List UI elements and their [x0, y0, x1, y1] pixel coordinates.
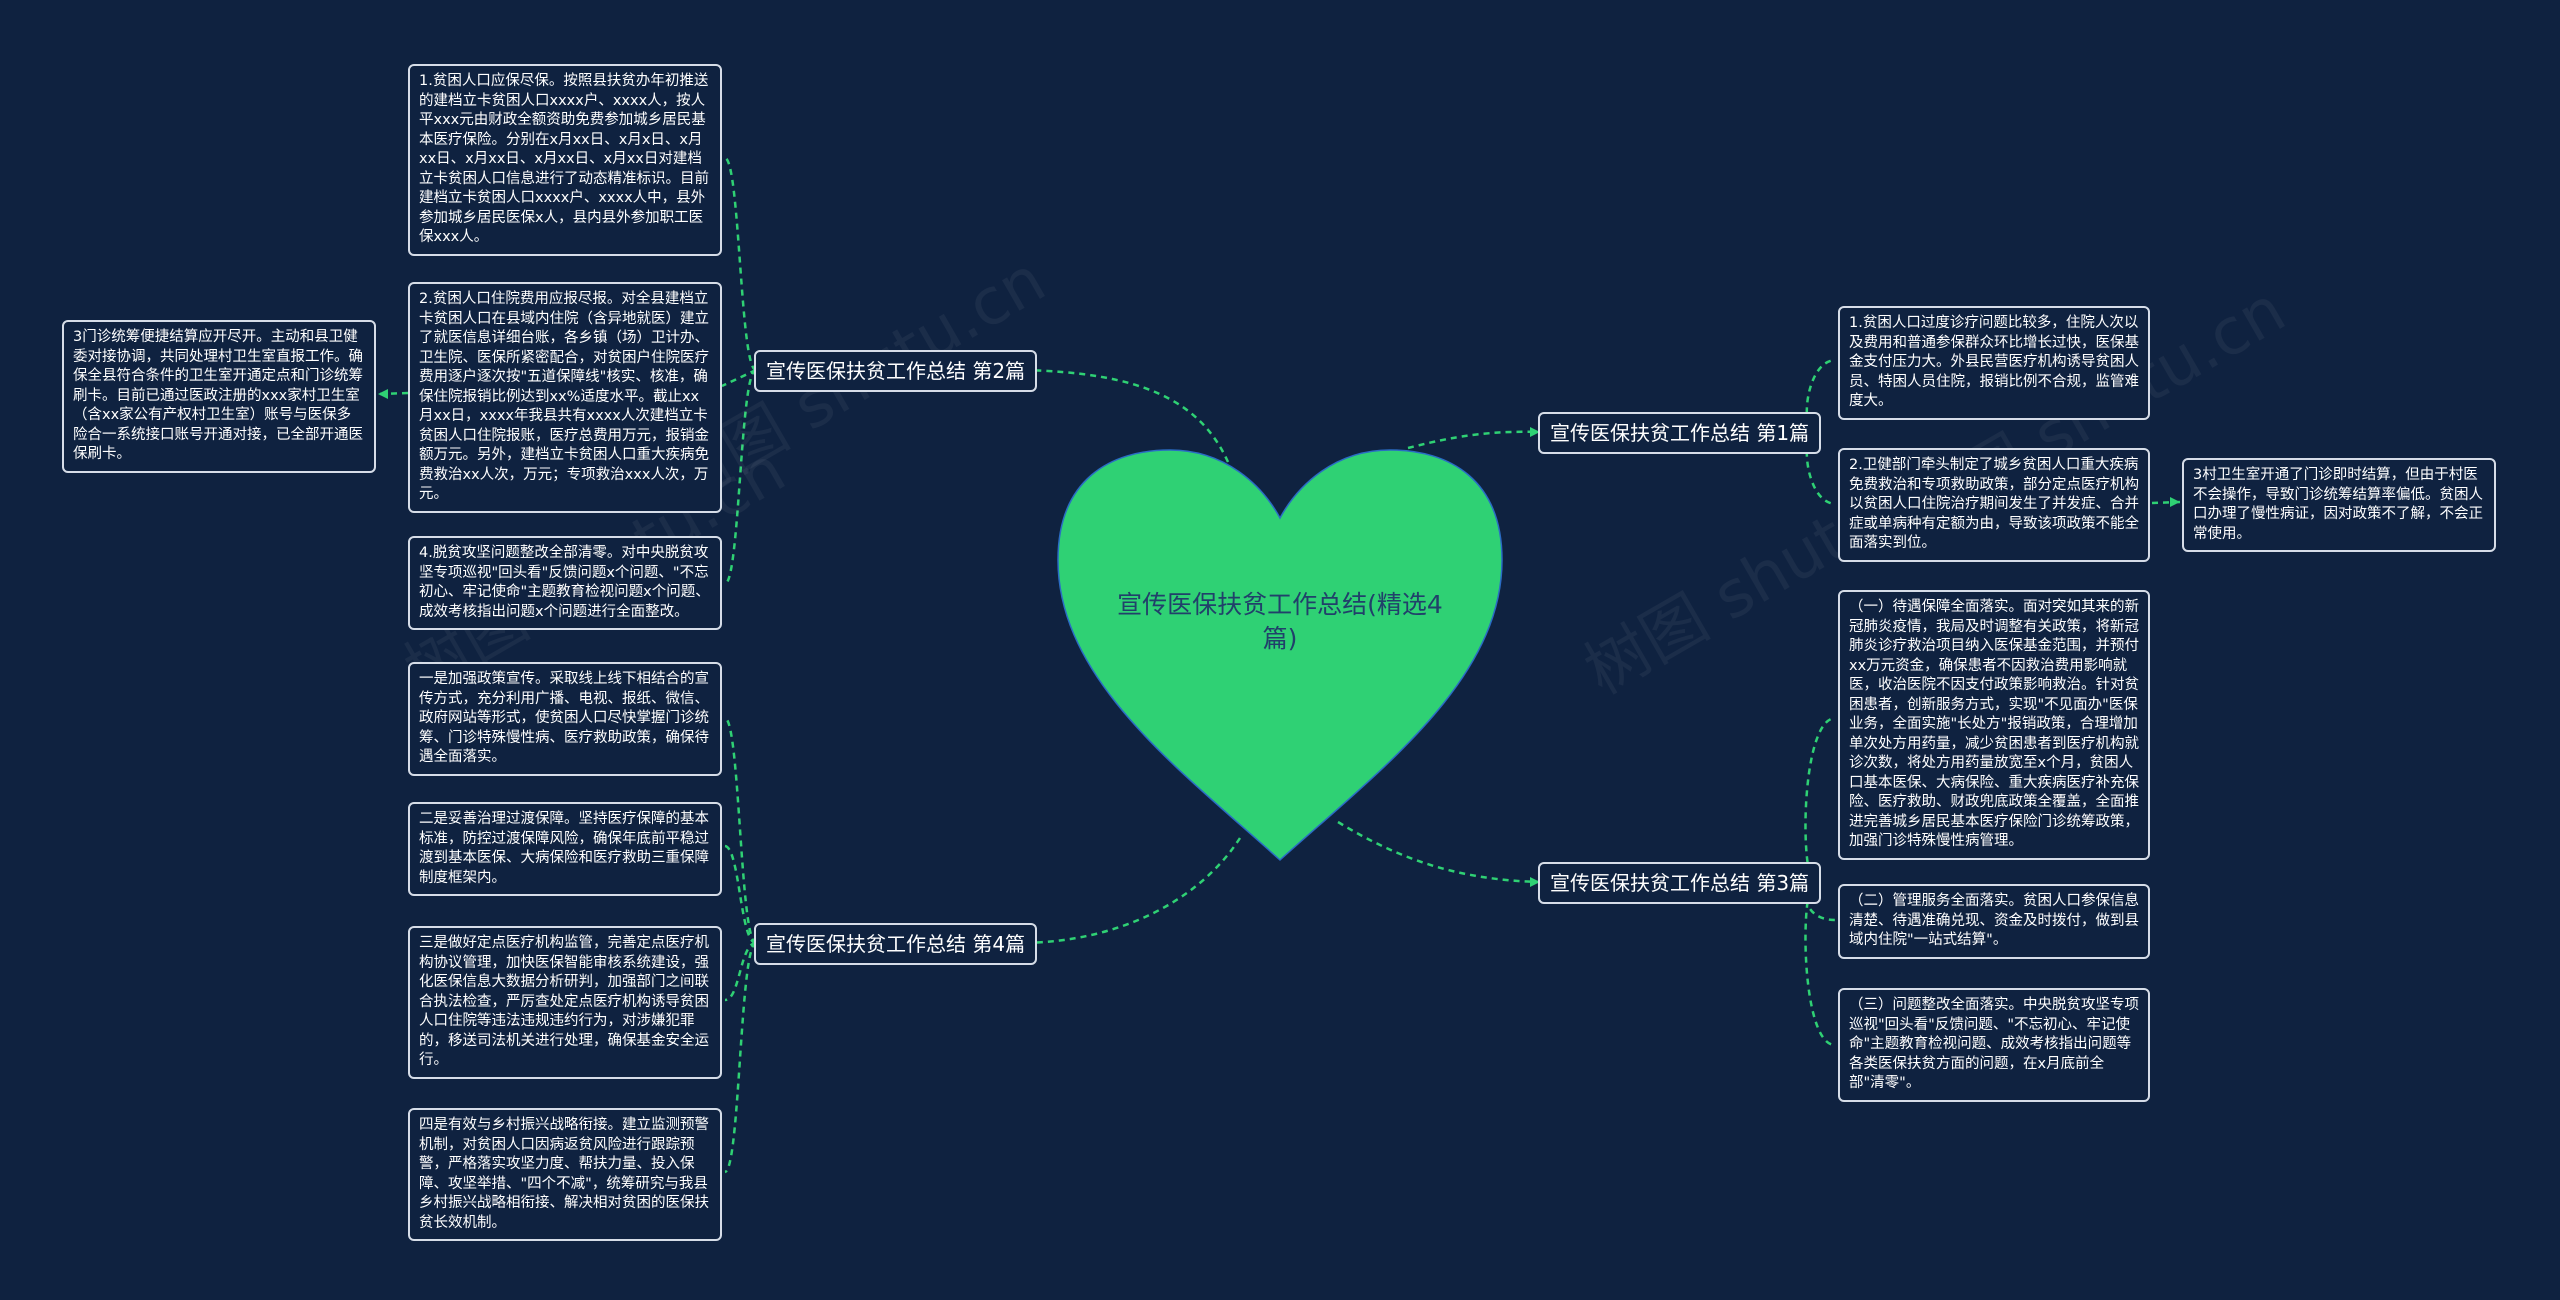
- root-title: 宣传医保扶贫工作总结(精选4篇): [1117, 590, 1443, 653]
- b1-sub-item-3: 3村卫生室开通了门诊即时结算，但由于村医不会操作，导致门诊统筹结算率偏低。贫困人…: [2182, 458, 2496, 552]
- arrow-sub-b2: [378, 389, 388, 399]
- connector-b4-item2: [724, 844, 757, 945]
- b2-item-2: 2.贫困人口住院费用应报尽报。对全县建档立卡贫困人口在县域内住院（含异地就医）建…: [408, 282, 722, 513]
- arrow-b1: [1530, 427, 1540, 437]
- b4-item-1: 一是加强政策宣传。采取线上线下相结合的宣传方式，充分利用广播、电视、报纸、微信、…: [408, 662, 722, 776]
- b2-item-1: 1.贫困人口应保尽保。按照县扶贫办年初推送的建档立卡贫困人口xxxx户、xxxx…: [408, 64, 722, 256]
- b4-item-4: 四是有效与乡村振兴战略衔接。建立监测预警机制，对贫困人口因病返贫风险进行跟踪预警…: [408, 1108, 722, 1241]
- branch-b1[interactable]: 宣传医保扶贫工作总结 第1篇: [1538, 412, 1822, 454]
- root-heart: [1057, 449, 1503, 862]
- b1-item-1: 1.贫困人口过度诊疗问题比较多，住院人次以及费用和普通参保群众环比增长过快，医保…: [1838, 306, 2150, 420]
- branch-b4[interactable]: 宣传医保扶贫工作总结 第4篇: [754, 923, 1038, 965]
- b1-item-2: 2.卫健部门牵头制定了城乡贫困人口重大疾病免费救治和专项救助政策，部分定点医疗机…: [1838, 448, 2150, 562]
- b4-item-2: 二是妥善治理过渡保障。坚持医疗保障的基本标准，防控过渡保障风险，确保年底前平稳过…: [408, 802, 722, 896]
- connector-root-b3: [1337, 820, 1541, 884]
- connector-b4-item3: [724, 941, 757, 1002]
- connector-b2-item4: [723, 368, 758, 586]
- branch-b3[interactable]: 宣传医保扶贫工作总结 第3篇: [1538, 862, 1822, 904]
- connector-b3-item1: [1804, 716, 1836, 884]
- connector-b2-item1: [723, 156, 758, 372]
- b4-item-3: 三是做好定点医疗机构监管，完善定点医疗机构协议管理，加快医保智能审核系统建设，强…: [408, 926, 722, 1079]
- connector-root-b1: [1407, 430, 1541, 450]
- b3-item-1: （一）待遇保障全面落实。面对突如其来的新冠肺炎疫情，我局及时调整有关政策，将新冠…: [1838, 590, 2150, 860]
- b2-item-4: 4.脱贫攻坚问题整改全部清零。对中央脱贫攻坚专项巡视"回头看"反馈问题x个问题、…: [408, 536, 722, 630]
- connector-root-b4: [1021, 837, 1242, 945]
- connector-b4-item4: [723, 941, 758, 1174]
- arrow-b3: [1530, 877, 1540, 887]
- connector-b3-item3: [1804, 880, 1836, 1047]
- b3-item-3: （三）问题整改全面落实。中央脱贫攻坚专项巡视"回头看"反馈问题、"不忘初心、牢记…: [1838, 988, 2150, 1102]
- connector-b4-item1: [723, 716, 758, 945]
- connector-root-b2: [1019, 368, 1230, 463]
- branch-b2[interactable]: 宣传医保扶贫工作总结 第2篇: [754, 350, 1038, 392]
- b3-item-2: （二）管理服务全面落实。贫困人口参保信息清楚、待遇准确兑现、资金及时拨付，做到县…: [1838, 884, 2150, 959]
- b2-sub-item-3: 3门诊统筹便捷结算应开尽开。主动和县卫健委对接协调，共同处理村卫生室直报工作。确…: [62, 320, 376, 473]
- arrow-sub-b1: [2170, 497, 2180, 507]
